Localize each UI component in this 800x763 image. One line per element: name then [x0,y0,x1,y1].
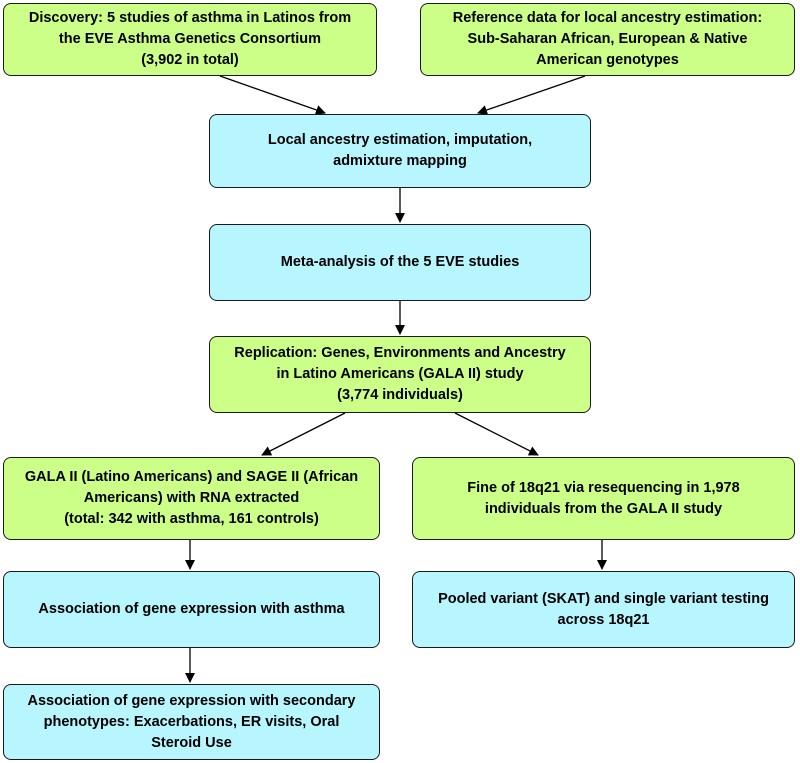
replication-text: Replication: Genes, Environments and Anc… [234,345,566,403]
arrow-discovery-to-ancestry [219,75,326,115]
local-ancestry-box: Local ancestry estimation, imputation, a… [209,114,591,188]
discovery-text: Discovery: 5 studies of asthma in Latino… [28,10,352,68]
gala-sage-box: GALA II (Latino Americans) and SAGE II (… [3,457,380,540]
arrow-replication-to-gala-sage [261,412,346,456]
assoc-secondary-box: Association of gene expression with seco… [3,684,380,760]
meta-analysis-box: Meta-analysis of the 5 EVE studies [209,224,591,301]
assoc-secondary-text: Association of gene expression with seco… [27,692,356,751]
reference-data-text: Reference data for local ancestry estima… [452,10,763,68]
arrow-reference-to-ancestry [477,75,586,115]
assoc-expression-text: Association of gene expression with asth… [38,601,345,617]
replication-box: Replication: Genes, Environments and Anc… [209,336,591,413]
fine-mapping-box: Fine of 18q21 via resequencing in 1,978 … [412,457,795,540]
pooled-variant-text: Pooled variant (SKAT) and single variant… [438,590,769,628]
local-ancestry-text: Local ancestry estimation, imputation, a… [267,132,533,169]
pooled-variant-box: Pooled variant (SKAT) and single variant… [412,571,795,648]
assoc-expression-box: Association of gene expression with asth… [3,571,380,648]
arrow-replication-to-fine-mapping [454,412,539,456]
meta-analysis-text: Meta-analysis of the 5 EVE studies [280,254,520,270]
fine-mapping-text: Fine of 18q21 via resequencing in 1,978 … [467,479,740,517]
gala-sage-text: GALA II (Latino Americans) and SAGE II (… [24,469,359,527]
discovery-box: Discovery: 5 studies of asthma in Latino… [3,3,377,76]
reference-data-box: Reference data for local ancestry estima… [420,3,795,76]
